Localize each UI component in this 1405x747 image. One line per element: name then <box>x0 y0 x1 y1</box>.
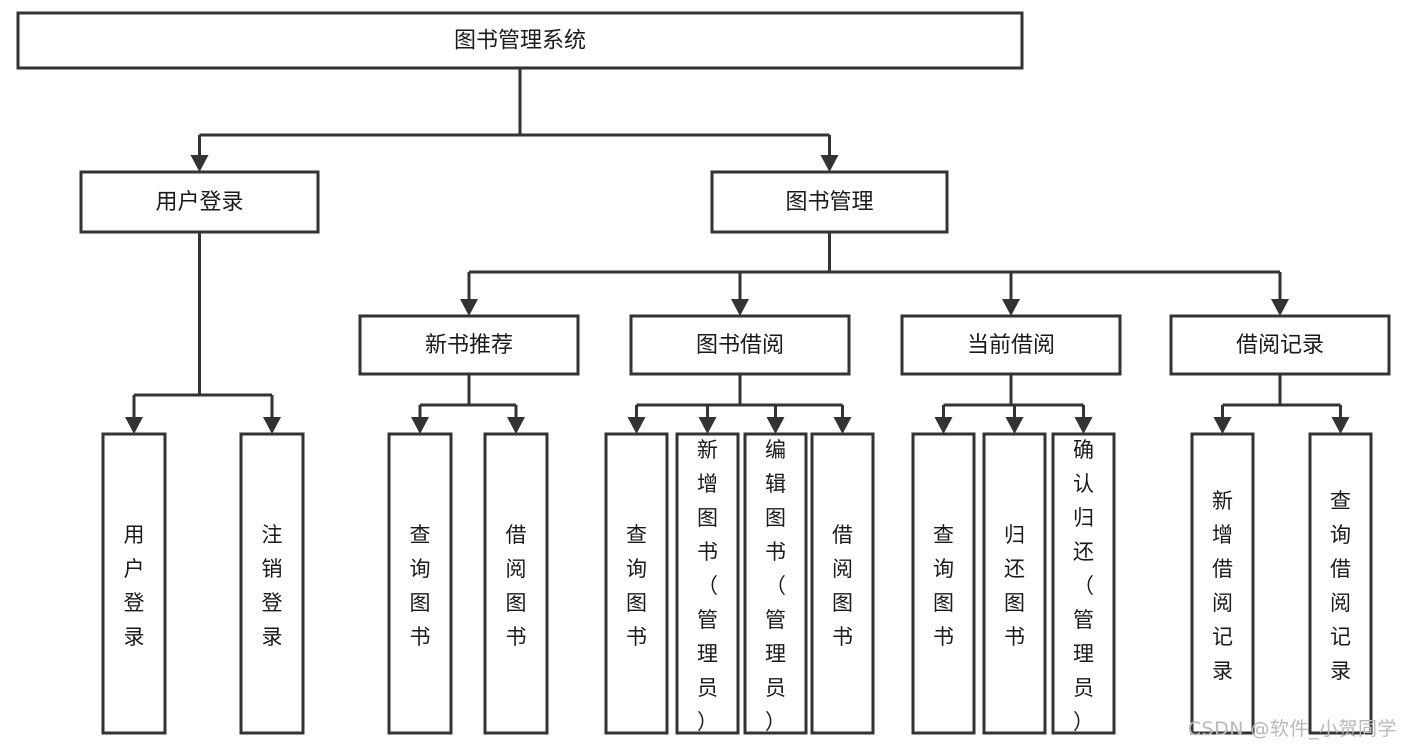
arrow-head-icon <box>627 417 646 434</box>
node-label: 注销登录 <box>262 523 283 649</box>
node-box <box>1190 432 1255 735</box>
arrow-head-icon <box>1331 417 1350 434</box>
arrow-head-icon <box>934 417 953 434</box>
connector-group-userlogin-to-leaves <box>125 232 281 434</box>
node-book-management[interactable]: 图书管理 <box>710 170 949 234</box>
node-leaf-return-book[interactable]: 归还图书 <box>982 432 1047 735</box>
node-box <box>239 432 305 735</box>
connector-group-current-to-leaves <box>934 374 1093 434</box>
node-new-book-recommend[interactable]: 新书推荐 <box>358 314 580 376</box>
nodes-layer: 图书管理系统用户登录图书管理新书推荐图书借阅当前借阅借阅记录用户登录注销登录查询… <box>16 11 1391 735</box>
node-label: 借阅记录 <box>1236 333 1324 358</box>
node-leaf-add-book[interactable]: 新增图书（管理员） <box>675 432 740 735</box>
node-box <box>358 314 580 376</box>
connector-group-root-to-level2 <box>190 68 839 172</box>
arrow-head-icon <box>731 299 749 316</box>
node-root[interactable]: 图书管理系统 <box>16 11 1024 70</box>
arrow-head-icon <box>833 417 852 434</box>
node-box <box>483 432 549 735</box>
node-label: 用户登录 <box>124 523 145 649</box>
node-leaf-confirm-return[interactable]: 确认归还（管理员） <box>1051 432 1116 735</box>
node-box <box>79 170 320 234</box>
node-label: 新书推荐 <box>425 333 513 358</box>
node-label: 图书管理系统 <box>454 29 586 54</box>
node-leaf-query-book-borrow[interactable]: 查询图书 <box>604 432 669 735</box>
node-leaf-query-book-current[interactable]: 查询图书 <box>911 432 976 735</box>
node-book-borrow[interactable]: 图书借阅 <box>629 314 851 376</box>
node-label: 查询图书 <box>410 523 431 649</box>
connector-group-bookmgmt-to-level3 <box>460 232 1289 316</box>
node-label: 归还图书 <box>1004 523 1025 649</box>
node-current-borrow[interactable]: 当前借阅 <box>900 314 1122 376</box>
arrow-head-icon <box>263 417 281 434</box>
node-leaf-query-book-recommend[interactable]: 查询图书 <box>387 432 453 735</box>
node-box <box>810 432 875 735</box>
node-label: 借阅图书 <box>832 523 853 649</box>
node-box <box>101 432 167 735</box>
node-borrow-record[interactable]: 借阅记录 <box>1169 314 1391 376</box>
arrow-head-icon <box>1002 299 1020 316</box>
arrow-head-icon <box>507 417 525 434</box>
node-box <box>911 432 976 735</box>
node-leaf-edit-book[interactable]: 编辑图书（管理员） <box>743 432 808 735</box>
node-leaf-user-logout[interactable]: 注销登录 <box>239 432 305 735</box>
node-box <box>387 432 453 735</box>
connector-group-record-to-leaves <box>1213 374 1350 434</box>
node-label: 当前借阅 <box>967 333 1055 358</box>
node-label: 查询图书 <box>626 523 647 649</box>
node-user-login[interactable]: 用户登录 <box>79 170 320 234</box>
arrow-head-icon <box>460 299 478 316</box>
node-label: 图书管理 <box>785 190 873 215</box>
node-box <box>629 314 851 376</box>
node-box <box>900 314 1122 376</box>
arrow-head-icon <box>820 155 839 172</box>
node-box <box>1051 432 1116 735</box>
connectors-layer <box>125 68 1350 434</box>
node-box <box>1308 432 1373 735</box>
node-label: 查询图书 <box>933 523 954 649</box>
node-leaf-query-borrow-record[interactable]: 查询借阅记录 <box>1308 432 1373 735</box>
node-box <box>1169 314 1391 376</box>
node-leaf-user-login[interactable]: 用户登录 <box>101 432 167 735</box>
node-box <box>16 11 1024 70</box>
node-leaf-borrow-book-recommend[interactable]: 借阅图书 <box>483 432 549 735</box>
arrow-head-icon <box>1213 417 1232 434</box>
node-label: 用户登录 <box>155 190 243 215</box>
node-label: 新增图书（管理员） <box>697 438 718 734</box>
arrow-head-icon <box>1271 299 1289 316</box>
node-box <box>710 170 949 234</box>
node-box <box>743 432 808 735</box>
node-box <box>604 432 669 735</box>
arrow-head-icon <box>698 417 717 434</box>
arrow-head-icon <box>766 417 785 434</box>
arrow-head-icon <box>411 417 429 434</box>
node-label: 编辑图书（管理员） <box>765 438 786 734</box>
node-label: 借阅图书 <box>506 523 527 649</box>
node-leaf-add-borrow-record[interactable]: 新增借阅记录 <box>1190 432 1255 735</box>
connector-group-borrow-to-leaves <box>627 374 852 434</box>
arrow-head-icon <box>190 155 209 172</box>
node-label: 新增借阅记录 <box>1212 489 1233 683</box>
arrow-head-icon <box>1005 417 1024 434</box>
node-label: 确认归还（管理员） <box>1073 438 1094 734</box>
arrow-head-icon <box>1074 417 1093 434</box>
node-label: 图书借阅 <box>696 333 784 358</box>
node-box <box>982 432 1047 735</box>
node-leaf-borrow-book[interactable]: 借阅图书 <box>810 432 875 735</box>
node-box <box>675 432 740 735</box>
arrow-head-icon <box>125 417 143 434</box>
node-label: 查询借阅记录 <box>1330 489 1351 683</box>
connector-group-recommend-to-leaves <box>411 374 525 434</box>
